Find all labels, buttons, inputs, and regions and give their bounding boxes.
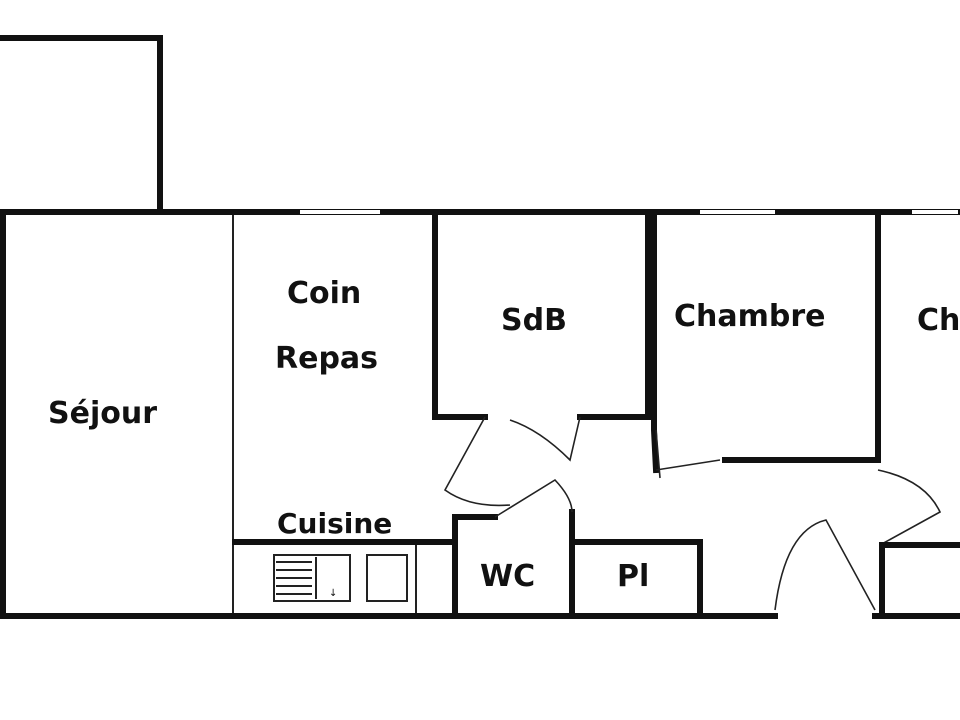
room-label-sejour: Séjour	[48, 396, 157, 431]
room-label-cuisine: Cuisine	[277, 507, 392, 540]
room-label-pl: Pl	[617, 559, 649, 594]
sink	[273, 554, 351, 602]
room-label-sdb: SdB	[501, 303, 567, 338]
balcony-outline	[0, 35, 163, 215]
wc-walls	[452, 509, 575, 619]
drainboard-lines	[276, 561, 312, 595]
sdb-walls	[432, 209, 651, 420]
second-chambre-closet	[879, 542, 960, 619]
entry-door-swing[interactable]	[774, 519, 876, 611]
sdb-door-swing	[443, 416, 581, 507]
room-label-repas: Repas	[275, 341, 378, 376]
room-label-wc: WC	[480, 559, 535, 594]
chambre-door-swing	[655, 429, 721, 479]
drain-arrow-icon: ↓	[329, 588, 337, 599]
room-label-coin: Coin	[287, 276, 361, 311]
stove	[366, 554, 408, 602]
chambre-walls	[651, 209, 881, 474]
second-chambre-door-swing	[877, 469, 942, 546]
placard-walls[interactable]	[574, 539, 703, 619]
room-label-chambre: Chambre	[674, 299, 826, 334]
wc-door-swing	[494, 478, 573, 518]
room-label-chambre-2: Ch	[917, 303, 960, 338]
